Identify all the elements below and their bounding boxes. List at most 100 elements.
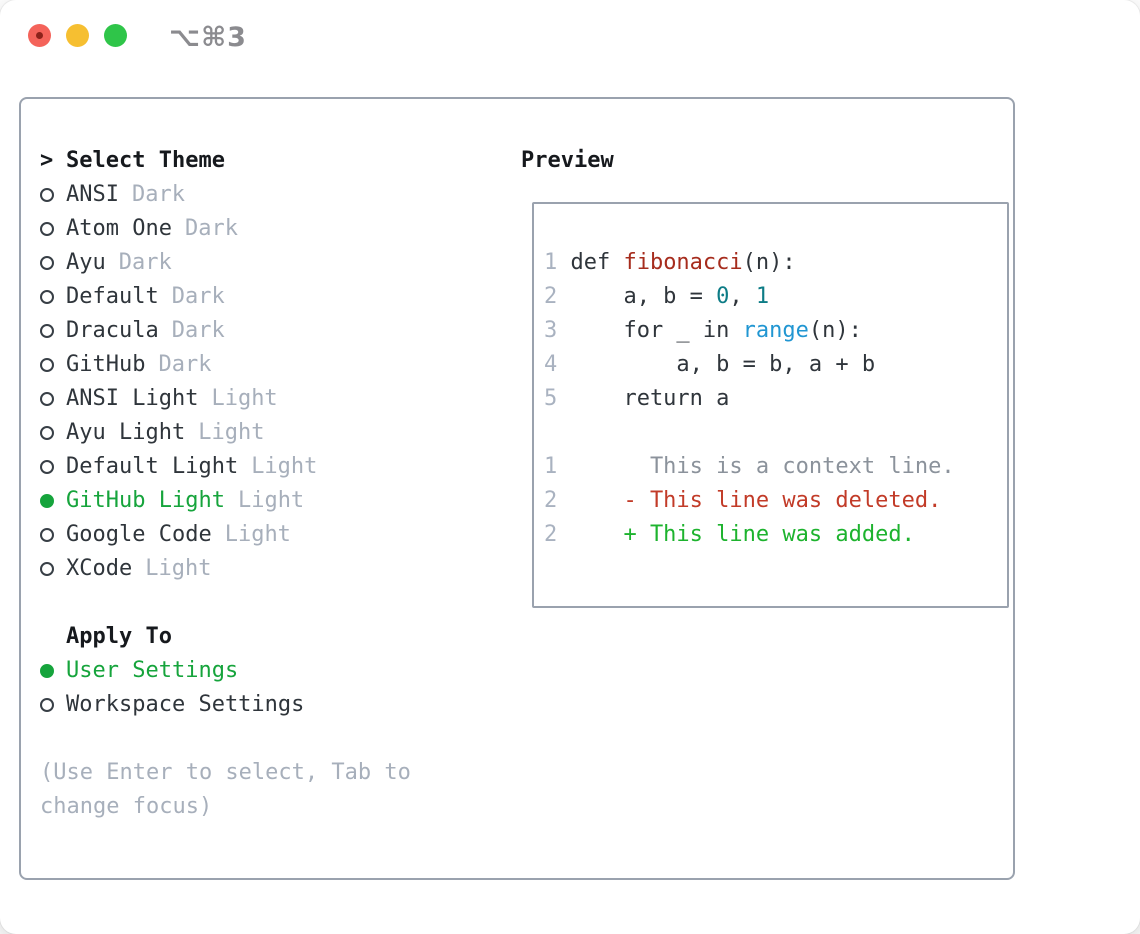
theme-variant: Dark [171,284,225,309]
diff-line: 1 This is a context line. [544,450,1007,484]
code-line: 5 return a [544,382,1007,416]
line-number: 1 [544,454,558,479]
minimize-button[interactable] [66,23,89,47]
select-theme-header-row: > Select Theme [40,144,502,178]
theme-name: ANSI [66,182,119,207]
theme-name: GitHub Light [66,488,225,513]
radio-selected-icon [40,494,66,508]
theme-option[interactable]: GitHub Light Light [40,484,502,518]
radio-icon [40,562,66,576]
theme-variant: Dark [131,182,185,207]
theme-variant: Light [224,522,291,547]
radio-icon [40,358,66,372]
line-number: 1 [544,250,558,275]
code-token: 1 [755,284,770,309]
radio-icon [40,426,66,440]
theme-name: GitHub [66,352,146,377]
theme-variant: Light [251,454,318,479]
theme-option[interactable]: Default Dark [40,280,502,314]
line-number: 5 [544,386,558,411]
theme-name: ANSI Light [66,386,199,411]
radio-dot [40,528,54,542]
radio-dot [40,324,54,338]
theme-name: Ayu Light [66,420,186,445]
apply-to-option[interactable]: Workspace Settings [40,688,502,722]
radio-dot [40,664,54,678]
code-line: 1 def fibonacci(n): [544,246,1007,280]
radio-dot [40,494,54,508]
radio-icon [40,698,66,712]
radio-dot [40,460,54,474]
code-preview: 1 def fibonacci(n): 2 a, b = 0, 1 3 for _ i… [544,246,1007,416]
code-line: 2 a, b = 0, 1 [544,280,1007,314]
zoom-button[interactable] [104,23,127,47]
blank-line [544,416,1007,450]
theme-name: XCode [66,556,133,581]
close-button[interactable] [28,23,51,47]
preview-box: 1 def fibonacci(n): 2 a, b = 0, 1 3 for _ i… [532,202,1009,608]
theme-variant: Light [237,488,305,513]
theme-name: Atom One [66,216,172,241]
code-token: def [570,250,624,275]
radio-selected-icon [40,664,66,678]
code-line: 4 a, b = b, a + b [544,348,1007,382]
theme-option[interactable]: ANSI Dark [40,178,502,212]
radio-icon [40,392,66,406]
radio-icon [40,256,66,270]
radio-dot [40,358,54,372]
code-token: fibonacci [623,250,743,275]
radio-dot [40,426,54,440]
code-token: a, b = b, a + b [570,352,876,377]
theme-variant: Light [211,386,278,411]
code-token: (n): [742,250,796,275]
code-token: + This line was added. [570,522,915,547]
diff-line: 2 + This line was added. [544,518,1007,552]
apply-to-name: User Settings [66,658,239,683]
code-token: - This line was deleted. [570,488,942,513]
line-number: 3 [544,318,558,343]
code-token: This is a context line. [570,454,955,479]
traffic-lights [28,23,142,51]
radio-dot [40,188,54,202]
radio-icon [40,324,66,338]
apply-to-name: Workspace Settings [66,692,305,717]
title-bar: ⌥⌘3 [28,22,247,53]
theme-variant: Light [145,556,212,581]
radio-icon [40,290,66,304]
radio-dot [40,256,54,270]
keyboard-hint: (Use Enter to select, Tab to change focu… [40,760,411,819]
apply-to-option[interactable]: User Settings [40,654,502,688]
line-number: 2 [544,488,558,513]
window-title: ⌥⌘3 [169,21,247,53]
spacer [40,722,502,756]
line-number: 2 [544,284,558,309]
preview-title: Preview [521,148,614,173]
code-token: a, b = [570,284,717,309]
spacer [40,586,502,620]
code-token: for _ in [570,318,743,343]
theme-name: Ayu [66,250,106,275]
theme-variant: Dark [171,318,225,343]
radio-icon [40,222,66,236]
theme-option[interactable]: XCode Light [40,552,502,586]
radio-icon [40,460,66,474]
prompt-icon: > [40,148,54,173]
radio-dot [40,290,54,304]
apply-to-title: Apply To [66,624,172,649]
theme-name: Default [66,284,159,309]
code-token: , [729,284,756,309]
diff-preview: 1 This is a context line. 2 - This line w… [544,450,1007,552]
theme-option[interactable]: ANSI Light Light [40,382,502,416]
radio-dot [40,698,54,712]
